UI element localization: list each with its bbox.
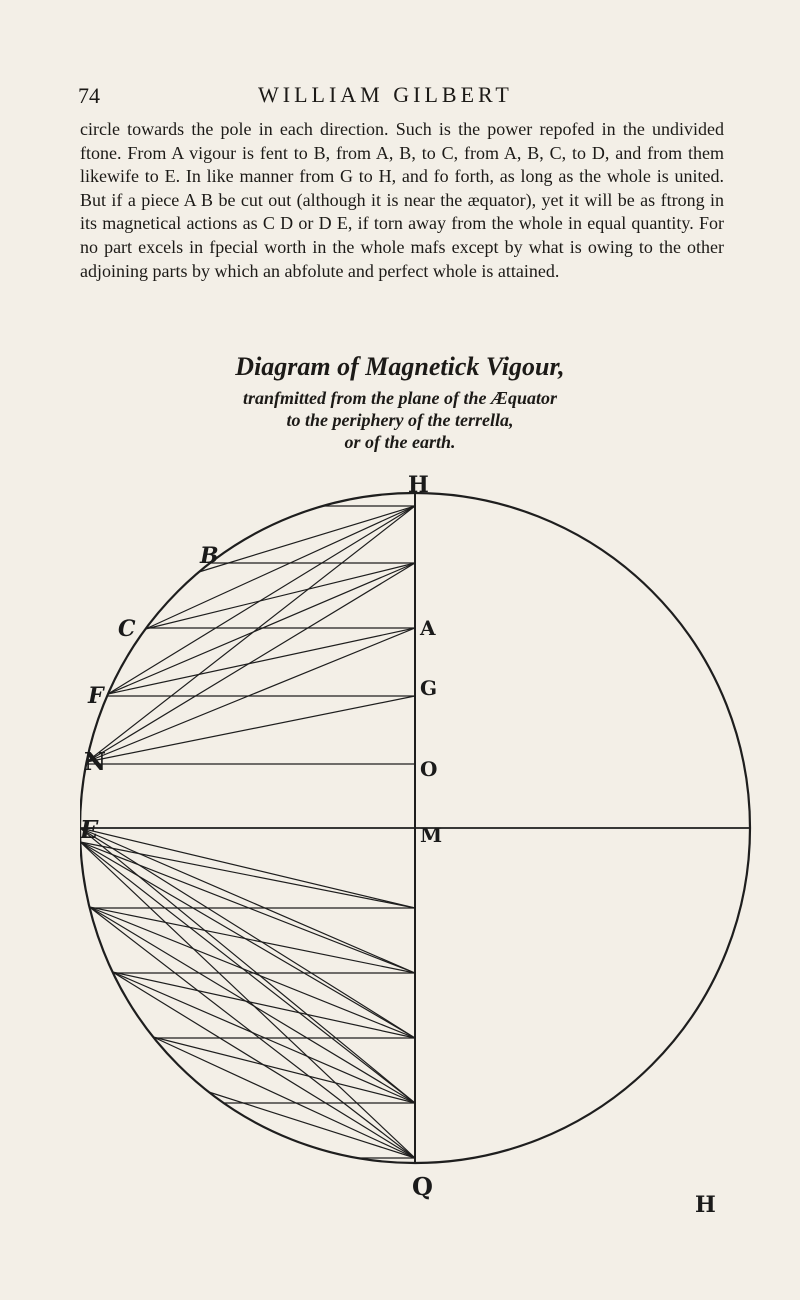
lower-fan-line-1-1 [89, 906, 416, 974]
equator-fan-line-0 [80, 827, 416, 909]
label-f: F [87, 683, 105, 709]
diagram-caption-line-3: or of the earth. [344, 432, 456, 452]
label-h-top: H [408, 472, 429, 498]
label-a: A [419, 616, 436, 640]
lower-fan-line-0-0 [80, 841, 416, 909]
upper-fan-line-0-0 [198, 505, 416, 573]
running-head: WILLIAM GILBERT [258, 82, 513, 107]
label-e: E [80, 815, 99, 844]
equator-fan-line-2 [80, 827, 416, 1039]
diagram-caption-title: Diagram of Magnetick Vigour, [235, 352, 565, 381]
upper-fan-line-1-2 [107, 562, 416, 695]
label-b: B [199, 543, 219, 569]
lower-fan-line-2-0 [80, 841, 416, 1039]
label-o: O [420, 757, 437, 781]
diagram-caption-line-1: tranfmitted from the plane of the Æquato… [242, 388, 557, 408]
label-m: M [420, 823, 442, 847]
body-paragraph: circle towards the pole in each directio… [80, 119, 724, 281]
label-c: C [118, 616, 136, 642]
lower-fan-line-4-3 [152, 1036, 416, 1159]
upper-fan-line-2-3 [86, 627, 416, 763]
lower-fan-line-2-1 [89, 906, 416, 1039]
equator-fan-line-3 [80, 827, 416, 1104]
lower-fan-line-3-3 [153, 1036, 416, 1104]
label-q-bottom: Q [412, 1172, 433, 1201]
upper-fan-line-1-1 [145, 562, 416, 630]
lower-fan-line-4-0 [80, 841, 416, 1159]
lower-fan-line-2-2 [112, 971, 416, 1039]
upper-fan-line-0-3 [86, 505, 416, 763]
upper-fan-line-0-1 [145, 505, 416, 630]
lower-fan-line-4-2 [112, 971, 416, 1159]
lower-fan-line-3-0 [80, 841, 416, 1104]
upper-fan-line-1-3 [86, 562, 416, 763]
magnetick-vigour-diagram: H B C F N E A G O M Q H [80, 468, 800, 1228]
label-h-corner: H [695, 1192, 716, 1218]
equator-fan-line-1 [80, 827, 416, 974]
diagram-line-work [80, 492, 751, 1164]
upper-fan-line-2-2 [107, 627, 416, 695]
lower-fan-line-4-4 [208, 1091, 416, 1159]
label-n: N [84, 747, 106, 776]
diagram-caption-line-2: to the periphery of the terrella, [286, 410, 514, 430]
lower-fan-line-4-1 [89, 906, 416, 1159]
lower-fan-line-3-2 [112, 971, 416, 1104]
label-g: G [420, 676, 437, 700]
upper-fan-line-3-3 [86, 695, 416, 763]
magnetick-vigour-svg: H B C F N E A G O M Q H [80, 472, 751, 1218]
page-number: 74 [78, 83, 100, 108]
